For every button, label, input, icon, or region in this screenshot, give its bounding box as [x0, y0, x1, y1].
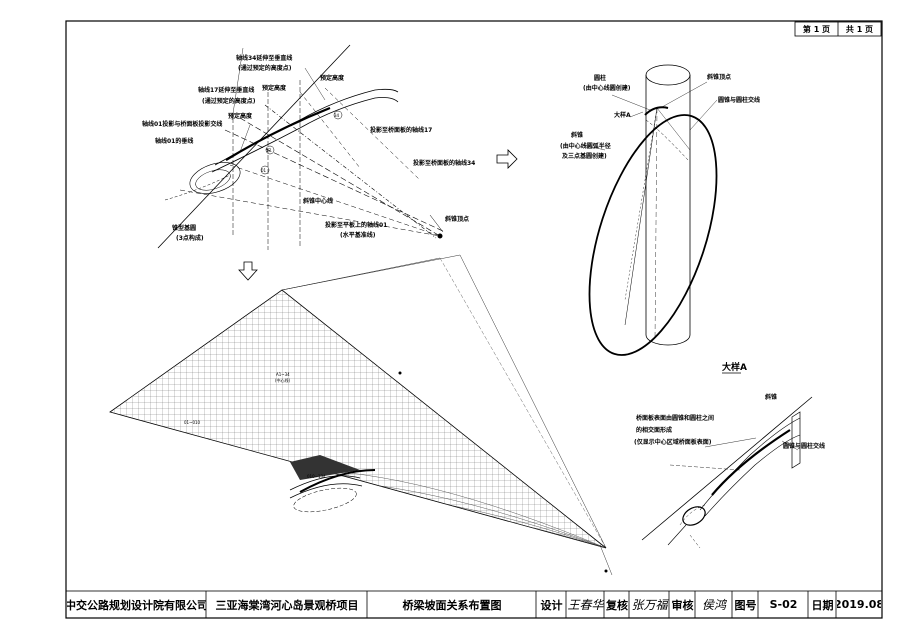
axis-construction-view [157, 44, 446, 250]
detail-label-intersection: 圆锥与圆柱交线 [783, 442, 825, 450]
label-proj-axis17: 投影至桥面板的轴线17 [370, 126, 432, 134]
label-detail-a-ref: 大样A [614, 111, 631, 119]
label-preset-height-a: 预定高度 [320, 74, 345, 82]
label-cone-cylinder-intersection: 圆锥与圆柱交线 [718, 96, 760, 104]
design-signature: 王春华 [567, 598, 604, 612]
marker-01: 01 [261, 168, 267, 173]
drawing-number-label: 图号 [734, 598, 757, 612]
mesh-label-d: 010~134 [307, 474, 326, 479]
design-label: 设计 [540, 598, 563, 612]
detail-a-title: 大样A [722, 361, 747, 373]
label-preset-height-b: 预定高度 [262, 84, 287, 92]
label-cylinder: 圆柱 [594, 74, 606, 82]
review-label: 审核 [671, 598, 694, 612]
drawing-title: 桥梁坡面关系布置图 [402, 598, 502, 612]
marker-17: 17 [266, 148, 272, 153]
label-base-circle: 锥型基圆 [172, 224, 196, 232]
detail-a-view [641, 396, 813, 549]
check-label: 复核 [606, 598, 628, 612]
detail-desc-3: (仅显示中心区域桥面板表面) [634, 438, 712, 446]
mesh-label-c: 01~010 [184, 420, 201, 425]
label-axis17-vertical: 轴线17延伸至垂直线 [198, 86, 254, 94]
label-cone: 斜锥 [570, 131, 583, 139]
project-name: 三亚海棠湾河心岛景观桥项目 [215, 598, 359, 612]
label-axis34-vertical: 轴线34延伸至垂直线 [236, 54, 292, 62]
detail-label-cone: 斜锥 [764, 393, 777, 401]
label-cone-apex: 斜锥顶点 [444, 215, 469, 223]
title-block [65, 590, 883, 619]
check-signature: 张万福 [631, 598, 668, 612]
label-preset-height-c: 预定高度 [228, 112, 253, 120]
page-number-box [794, 21, 882, 37]
label-axis01-intersection: 轴线01投影与桥面板投影交线 [142, 120, 222, 128]
label-cylinder-note: (由中心线圆创建) [583, 84, 631, 92]
cylinder-cone-view [582, 64, 718, 356]
label-cone-center: 斜锥中心线 [302, 197, 333, 205]
label-cone-note-1: (由中心线圆弧半径 [560, 142, 611, 150]
label-cone-note-2: 及三点基圆创建) [562, 152, 607, 160]
mesh-label-b: (中心线) [275, 377, 291, 383]
label-proj-axis34: 投影至桥面板的轴线34 [413, 159, 475, 167]
label-axis34-vertical-note: (通过预定的高度点) [238, 64, 292, 72]
mesh-label-a: A1~34 [276, 372, 290, 377]
date-label: 日期 [811, 598, 834, 612]
company-name: 中交公路规划设计院有限公司 [67, 598, 206, 612]
detail-desc-2: 的相交面形成 [636, 426, 672, 434]
label-cone-apex-right: 斜锥顶点 [706, 73, 731, 81]
page-total: 共 1 页 [845, 24, 874, 34]
page-number: 第 1 页 [802, 24, 831, 34]
label-base-circle-note: (3点构成) [176, 234, 204, 242]
review-signature: 侯鸿 [701, 598, 726, 612]
label-axis17-vertical-note: (通过预定的高度点) [202, 97, 256, 105]
label-proj-axis01: 投影至平板上的轴线01 [325, 221, 387, 229]
marker-34: 34 [334, 113, 340, 118]
deck-mesh-view [109, 254, 613, 576]
drawing-number: S-02 [769, 598, 798, 611]
arrow-down-icon [238, 261, 258, 281]
arrow-right-icon [496, 149, 518, 169]
date-value: 2019.08 [837, 598, 881, 611]
label-axis01-vertical: 轴线01的垂线 [155, 137, 193, 145]
label-proj-axis01-note: (水平基准线) [340, 231, 376, 239]
detail-desc-1: 桥面板表面由圆锥和圆柱之间 [636, 414, 714, 422]
drawing-frame [65, 20, 883, 619]
